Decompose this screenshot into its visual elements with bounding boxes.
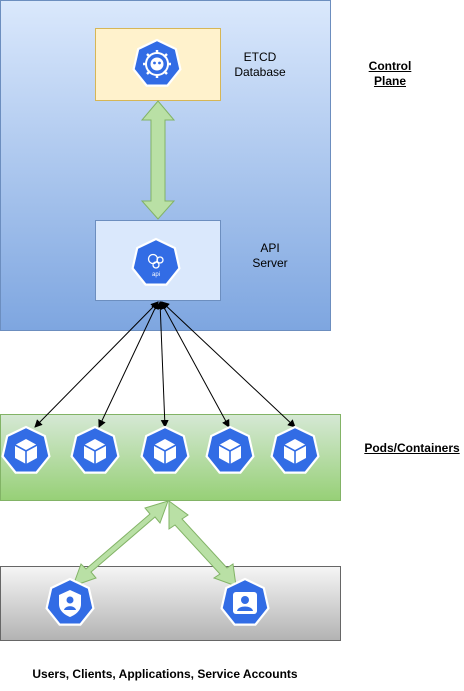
- service-account-icon: [45, 577, 95, 626]
- pods-users-arrows: [72, 500, 237, 587]
- arrow-to-pod-2: [98, 301, 159, 428]
- control-plane-label-line1: Control: [368, 59, 412, 73]
- etcd-api-double-arrow: [140, 100, 176, 220]
- pod-icon-3: [140, 425, 190, 474]
- control-plane-label-line2: Plane: [373, 74, 406, 88]
- pods-label: Pods/Containers: [364, 441, 460, 455]
- pods-user-arrow: [168, 500, 237, 587]
- api-icon: api: [131, 237, 181, 286]
- pod-icon-5: [270, 425, 320, 474]
- api-server-label-line2: Server: [252, 256, 288, 270]
- arrow-to-pod-1: [34, 301, 159, 428]
- api-pod-arrows: [34, 301, 296, 428]
- pod-icon-4: [205, 425, 255, 474]
- api-server-label-line1: API: [260, 241, 280, 255]
- etcd-icon: [132, 38, 182, 87]
- pod-icon-2: [70, 425, 120, 474]
- arrow-to-pod-4: [160, 301, 230, 428]
- etcd-label: ETCD Database: [225, 50, 295, 80]
- etcd-label-line2: Database: [234, 65, 286, 79]
- arrow-to-pod-3: [156, 301, 169, 428]
- etcd-label-line1: ETCD: [243, 50, 277, 64]
- pods-service-account-arrow: [72, 500, 169, 587]
- user-icon: [220, 577, 270, 626]
- users-label: Users, Clients, Applications, Service Ac…: [32, 667, 298, 681]
- control-plane-label: Control Plane: [355, 59, 425, 89]
- api-server-label: API Server: [235, 241, 305, 271]
- pod-icon-1: [1, 425, 51, 474]
- arrow-to-pod-5: [161, 301, 296, 428]
- api-icon-text: api: [152, 272, 160, 278]
